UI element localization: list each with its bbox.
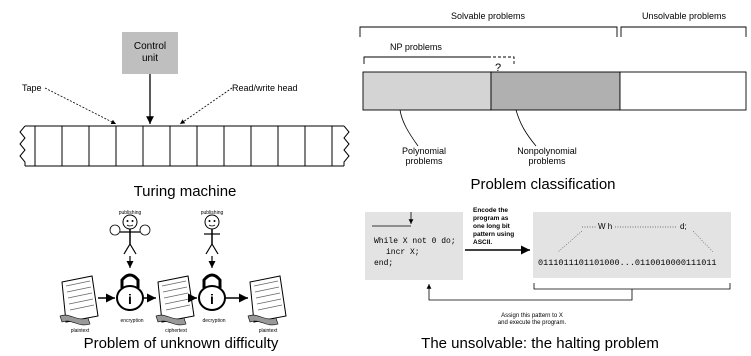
tape-label: Tape [22,83,42,93]
tape [19,125,350,167]
np-label: NP problems [390,42,442,52]
encode-note-2: program as [473,215,509,222]
problem-classification-diagram: Solvable problems Unsolvable problems NP… [359,11,747,193]
nonpolynomial-region [490,71,621,111]
bit-text-start: W h [598,222,612,231]
person-label-1: publishing [119,210,142,216]
svg-text:i: i [210,291,214,307]
bit-pattern-box [533,212,731,278]
doc-label-plaintext-2: plaintext [259,328,278,334]
unknown-difficulty-diagram: publishing publishing [59,210,287,352]
bit-text-end: d; [680,222,687,231]
person-icon [109,214,151,255]
program-box [365,212,463,280]
solvable-bracket [359,26,618,37]
head-pointer-arrow [179,87,233,125]
encode-note-5: ASCII. [473,239,492,246]
nonpolynomial-pointer [515,109,537,147]
control-unit-label-2: unit [142,53,158,64]
lock-label-decryption: decryption [202,318,225,324]
assign-note-2: and execute the program. [498,320,567,326]
np-bracket-uncertain [488,56,515,66]
control-unit-box [122,32,178,74]
assign-connector [426,284,633,301]
person-icon [204,214,220,255]
turing-caption: Turing machine [134,183,237,200]
person-label-2: publishing [201,210,224,216]
padlock-icon: i [198,273,226,311]
code-line-3: end; [374,259,393,268]
unknown-difficulty-caption: Problem of unknown difficulty [84,335,279,352]
doc-label-plaintext-1: plaintext [71,328,90,334]
polynomial-label-1: Polynomial [402,146,446,156]
nonpolynomial-label-2: problems [528,156,566,166]
nonpolynomial-label-1: Nonpolynomial [517,146,577,156]
unsolvable-bracket [620,26,747,37]
classification-caption: Problem classification [470,176,615,193]
turing-machine-diagram: Control unit Tape Read/write head Turing… [19,32,350,200]
polynomial-region [362,71,492,111]
head-label: Read/write head [232,83,298,93]
polynomial-label-2: problems [405,156,443,166]
code-line-2: incr X; [386,248,420,257]
svg-text:i: i [128,291,132,307]
solvable-label: Solvable problems [451,11,526,21]
assign-note-1: Assign this pattern to X [501,313,563,319]
np-bracket [363,56,488,64]
document-icon [59,275,99,326]
unsolvable-region [619,71,747,111]
padlock-icon: i [116,273,144,311]
code-line-1: While X not 0 do; [374,237,456,246]
halting-caption: The unsolvable: the halting problem [421,335,659,352]
tape-break-left [19,125,26,166]
control-unit-label-1: Control [134,41,166,52]
encode-note-1: Encode the [473,207,508,214]
tape-break-right [343,125,350,166]
lock-label-encryption: encryption [120,318,143,324]
document-icon [155,275,195,326]
encode-note-3: one long bit [473,223,511,230]
assign-bracket [533,283,731,290]
document-icon [247,275,287,326]
polynomial-pointer [399,109,419,147]
np-question-mark: ? [495,62,501,74]
bit-pattern: 0111011101101000...0110010000111011 [538,258,717,268]
doc-label-ciphertext: ciphertext [165,328,187,334]
tape-pointer-arrow [44,87,117,125]
halting-problem-diagram: While X not 0 do; incr X; end; Encode th… [365,207,731,352]
encode-note-4: pattern using [473,231,514,238]
unsolvable-label: Unsolvable problems [642,11,727,21]
